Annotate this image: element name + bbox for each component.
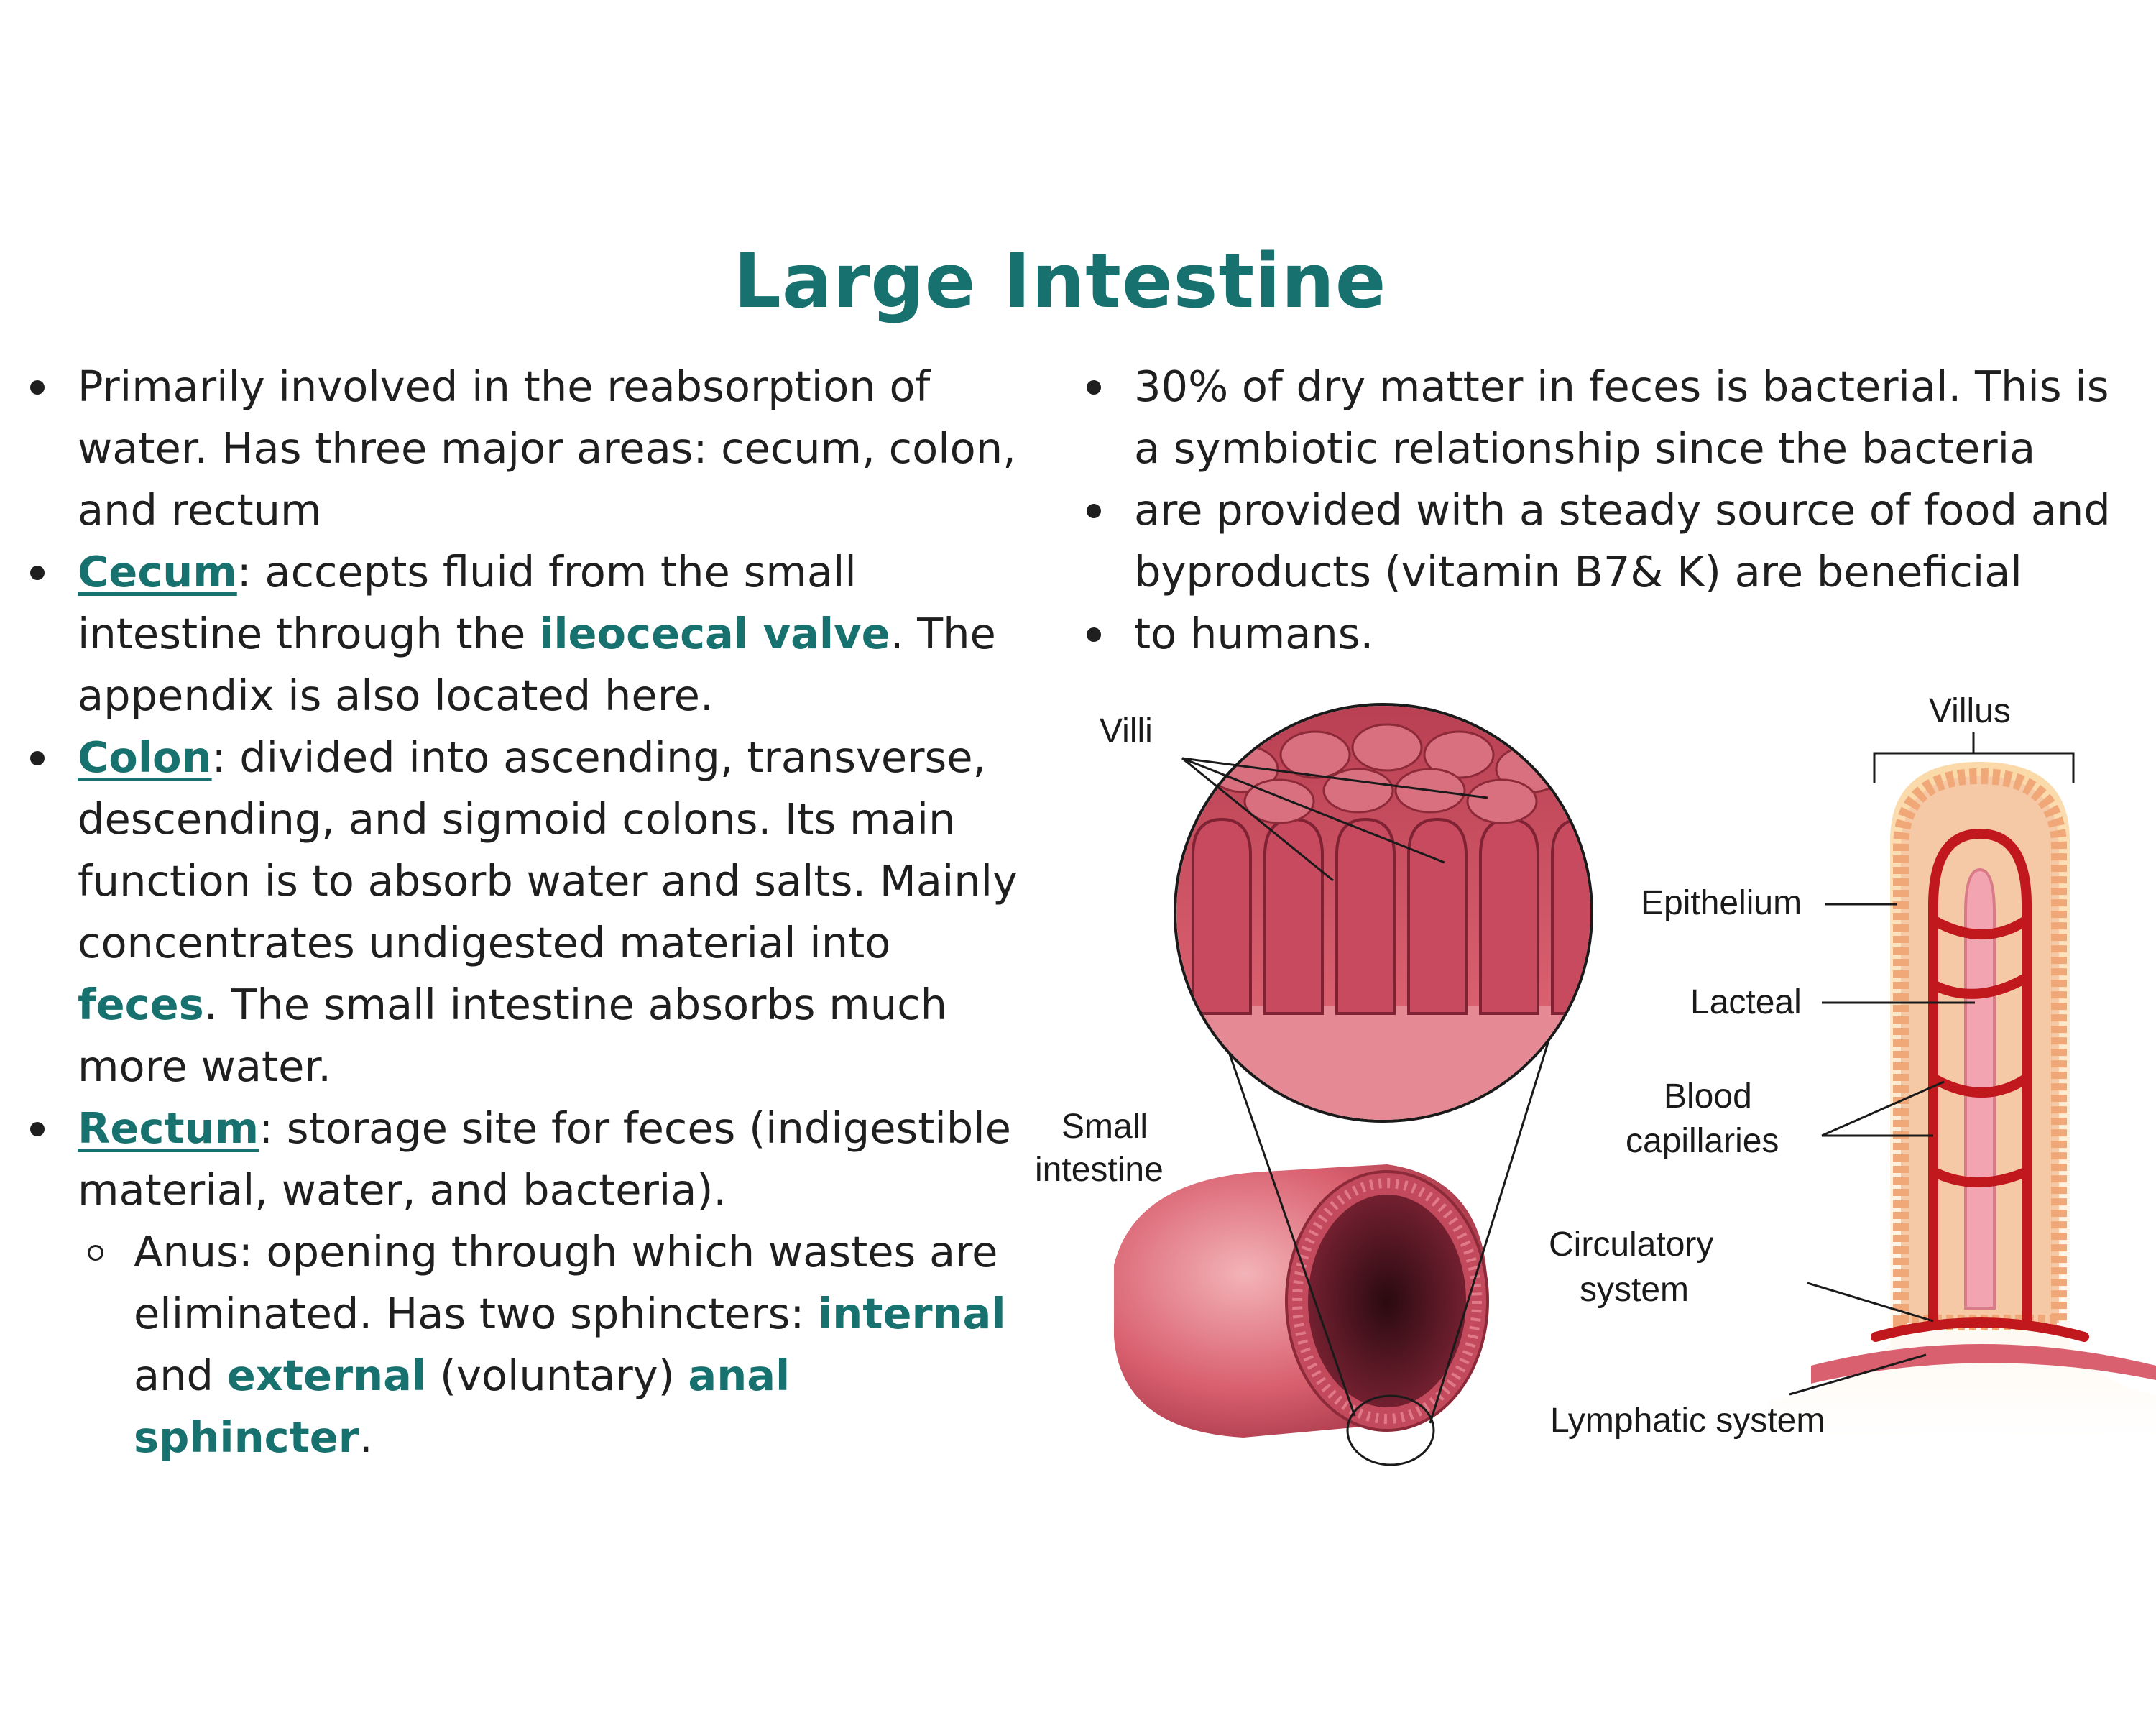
bullet-text: and <box>134 1351 227 1400</box>
label-small-intestine-1: Small <box>1061 1108 1148 1146</box>
villus-pointers <box>1789 903 1975 1396</box>
bullet-cecum: Cecum: accepts fluid from the small inte… <box>22 541 1028 727</box>
bullet-text: (voluntary) <box>426 1351 688 1400</box>
bullet-humans: to humans. <box>1078 603 2142 665</box>
highlight-ileocecal-valve: ileocecal valve <box>539 609 890 658</box>
bullet-colon: Colon: divided into ascending, transvers… <box>22 727 1028 1098</box>
villus-structure <box>1768 762 2156 1438</box>
term-cecum: Cecum <box>78 547 237 597</box>
label-villus: Villus <box>1929 692 2011 730</box>
label-lymphatic-system: Lymphatic system <box>1550 1402 1825 1440</box>
bullet-text: 30% of dry matter in feces is bacterial.… <box>1134 362 2109 473</box>
label-lacteal: Lacteal <box>1690 983 1802 1021</box>
magnified-villi <box>1174 703 1593 1123</box>
highlight-anal-sphincter: anal sphincter <box>134 1351 791 1462</box>
bullet-text: are provided with a steady source of foo… <box>1134 485 2111 597</box>
bullet-bacteria: 30% of dry matter in feces is bacterial.… <box>1078 356 2142 479</box>
label-epithelium: Epithelium <box>1641 884 1802 922</box>
bullet-text: . The small intestine absorbs much more … <box>78 980 947 1091</box>
bullet-text: Anus: opening through which wastes are e… <box>134 1227 998 1338</box>
villi-diagram: Villi Villus Small intestine Epithelium … <box>1028 676 2156 1488</box>
label-blood-capillaries-1: Blood <box>1664 1077 1752 1116</box>
sub-bullet-list: Anus: opening through which wastes are e… <box>78 1221 1028 1468</box>
term-rectum: Rectum <box>78 1103 259 1153</box>
sub-bullet-anus: Anus: opening through which wastes are e… <box>78 1221 1028 1468</box>
villi-pointers <box>1181 757 1488 882</box>
term-colon: Colon <box>78 732 212 782</box>
villi-illustration: Villi Villus Small intestine Epithelium … <box>1035 692 2156 1466</box>
bullet-text: Primarily involved in the reabsorption o… <box>78 362 1016 535</box>
label-small-intestine-2: intestine <box>1035 1151 1164 1189</box>
bullet-rectum: Rectum: storage site for feces (indigest… <box>22 1098 1028 1468</box>
bullet-text: . The appendix is also located here. <box>78 609 996 720</box>
left-column: Primarily involved in the reabsorption o… <box>22 356 1028 1468</box>
label-villi: Villi <box>1100 712 1153 750</box>
label-blood-capillaries-2: capillaries <box>1626 1122 1779 1160</box>
highlight-feces: feces <box>78 980 204 1029</box>
bullet-food-source: are provided with a steady source of foo… <box>1078 479 2142 603</box>
right-bullet-list: 30% of dry matter in feces is bacterial.… <box>1078 356 2142 665</box>
label-circulatory-system-2: system <box>1580 1271 1689 1309</box>
villus-bracket <box>1873 732 2075 783</box>
bullet-text: : accepts fluid from the small intestine… <box>78 547 857 658</box>
small-intestine-tube <box>1114 1164 1489 1466</box>
highlight-external: external <box>226 1351 427 1400</box>
bullet-text: : divided into ascending, transverse, de… <box>78 732 1018 967</box>
bullet-text: . <box>359 1412 373 1462</box>
page-title: Large Intestine <box>733 237 1387 325</box>
bullet-overview: Primarily involved in the reabsorption o… <box>22 356 1028 541</box>
right-column: 30% of dry matter in feces is bacterial.… <box>1078 356 2142 665</box>
highlight-internal: internal <box>818 1289 1006 1338</box>
bullet-text: : storage site for feces (indigestible m… <box>78 1103 1011 1215</box>
left-bullet-list: Primarily involved in the reabsorption o… <box>22 356 1028 1468</box>
bullet-text: to humans. <box>1134 609 1374 658</box>
label-circulatory-system-1: Circulatory <box>1549 1225 1713 1264</box>
